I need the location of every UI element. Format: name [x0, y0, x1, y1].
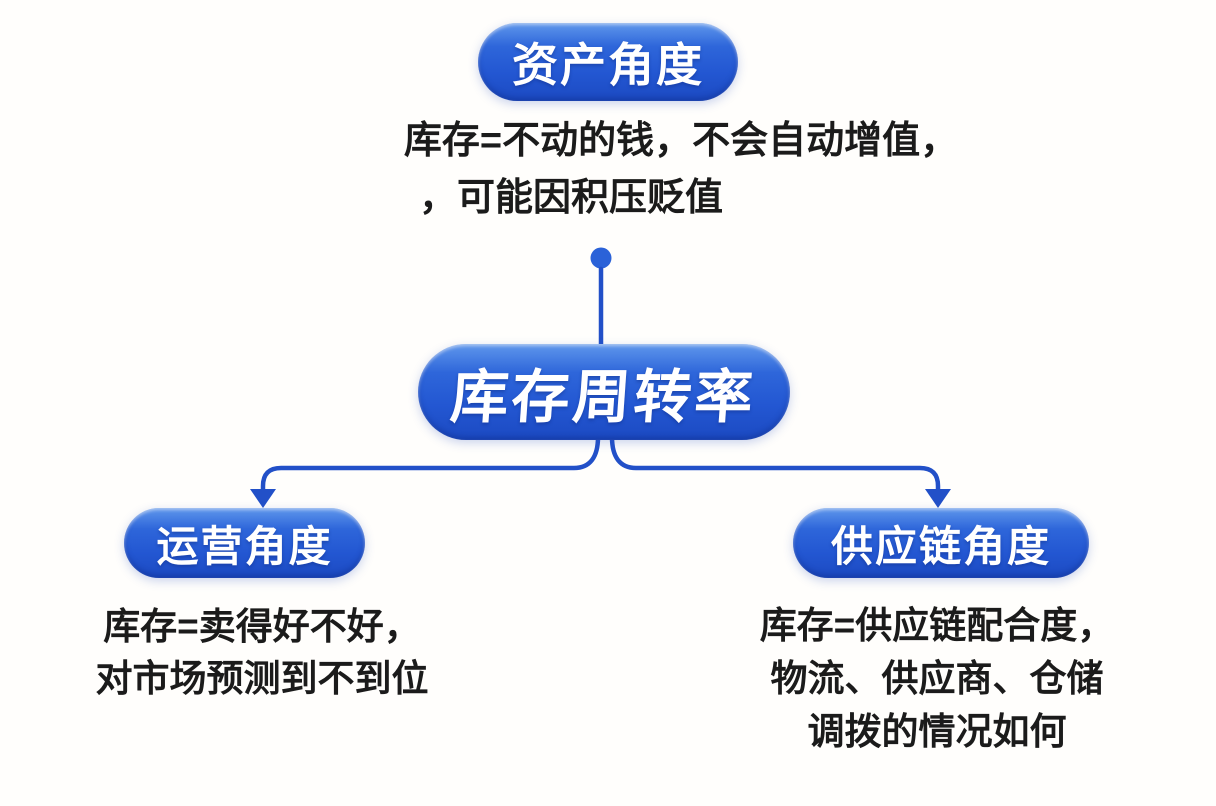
operations-note-line-2: 对市场预测到不到位: [95, 658, 429, 699]
node-asset-perspective-label: 资产角度: [512, 39, 704, 91]
supply-chain-note: 库存=供应链配合度， 物流、供应商、仓储 调拨的情况如何: [737, 599, 1137, 758]
operations-note-line-1: 库存=卖得好不好，: [103, 606, 421, 647]
asset-note-line-2: ，可能因积压贬值: [418, 177, 723, 219]
connector-branch-right: [609, 434, 941, 493]
operations-note: 库存=卖得好不好， 对市场预测到不到位: [62, 601, 462, 705]
connector-branch-left: [260, 434, 601, 493]
node-asset-perspective: 资产角度: [478, 23, 738, 101]
asset-note: 库存=不动的钱，不会自动增值， ，可能因积压贬值: [0, 113, 1216, 227]
supply-chain-note-line-3: 调拨的情况如何: [807, 711, 1067, 752]
node-supply-chain-perspective-label: 供应链角度: [830, 522, 1051, 570]
node-operations-perspective: 运营角度: [124, 508, 365, 578]
node-inventory-turnover: 库存周转率: [418, 344, 790, 440]
node-inventory-turnover-label: 库存周转率: [448, 365, 759, 430]
arrowhead-right-icon: [925, 489, 951, 508]
node-supply-chain-perspective: 供应链角度: [793, 508, 1089, 578]
connector-dot: [590, 247, 612, 269]
supply-chain-note-line-2: 物流、供应商、仓储: [770, 658, 1104, 699]
asset-note-line-1: 库存=不动的钱，不会自动增值，: [403, 120, 959, 162]
node-operations-perspective-label: 运营角度: [156, 522, 333, 570]
supply-chain-note-line-1: 库存=供应链配合度，: [759, 605, 1115, 646]
arrowhead-left-icon: [250, 489, 276, 508]
